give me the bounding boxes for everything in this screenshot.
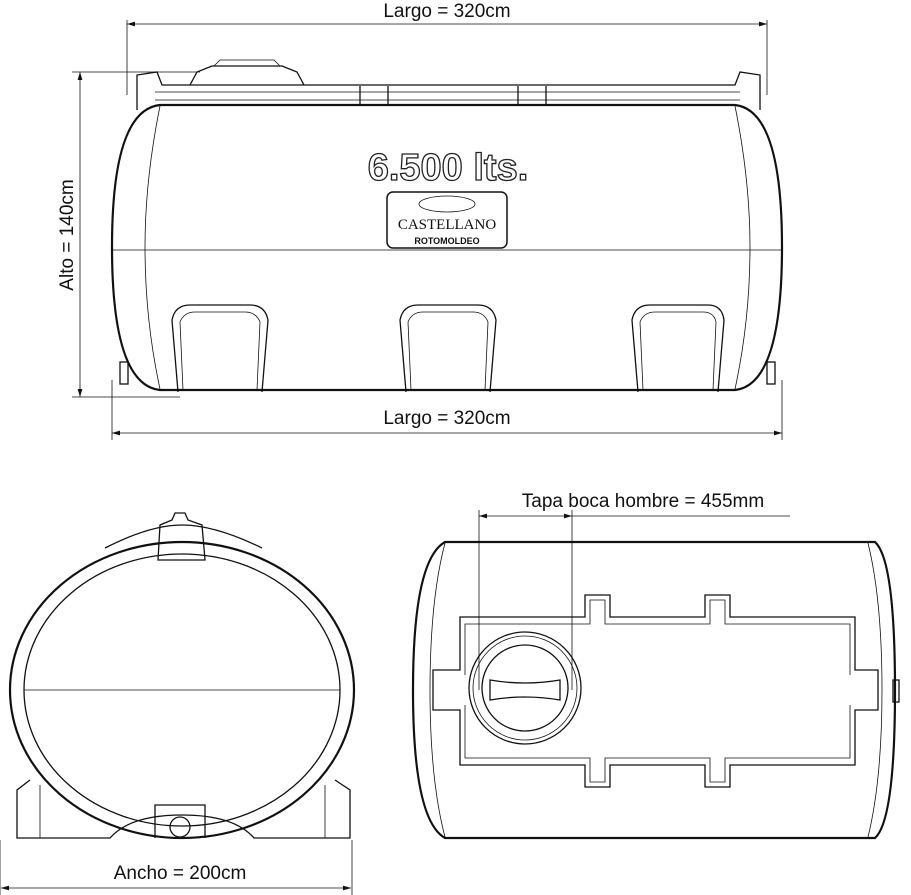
hatch [189,65,305,86]
top-frame [432,594,879,788]
hatch [213,59,281,67]
side-fitting [766,361,776,385]
length-bottom-label: Largo = 320cm [383,408,510,429]
tank-end-caps [144,105,751,390]
top-rail [104,524,263,549]
manhole-handle [489,679,561,701]
manhole-lid [481,644,569,732]
height-label: Alto = 140cm [57,179,78,290]
manhole-label: Tapa boca hombre = 455mm [522,491,764,512]
top-frame-inner [464,599,851,783]
top-rail [155,91,740,101]
logo-brand-text: CASTELLANO [398,217,496,233]
tank-top-outline [411,540,897,840]
top-rail [136,71,761,110]
drain-boss [154,804,206,838]
width-label: Ancho = 200cm [114,863,247,884]
length-top-label: Largo = 320cm [383,1,510,22]
rail-clips [359,86,547,105]
tank-body [110,103,784,392]
side-fitting [892,679,900,703]
drain-outlet [169,816,191,838]
front-view: Ancho = 200cm [0,512,356,895]
manhole-ring [472,635,578,741]
manhole-outer [468,631,582,745]
tank-base [16,779,351,839]
brand-logo: CASTELLANO ROTOMOLDEO [386,191,508,249]
capacity-label: 6.500 lts. [368,147,529,189]
side-view: Largo = 320cm Alto = 140cm Largo = 320cm… [57,1,784,440]
tank-feet [171,304,725,393]
hatch [157,512,206,561]
side-fitting [119,361,129,385]
tank-end-caps [429,542,883,838]
tank-base [39,785,326,838]
plan-view: Tapa boca hombre = 455mm [411,491,900,840]
logo-sub-text: ROTOMOLDEO [414,236,479,246]
tank-outer-shell [8,540,356,840]
